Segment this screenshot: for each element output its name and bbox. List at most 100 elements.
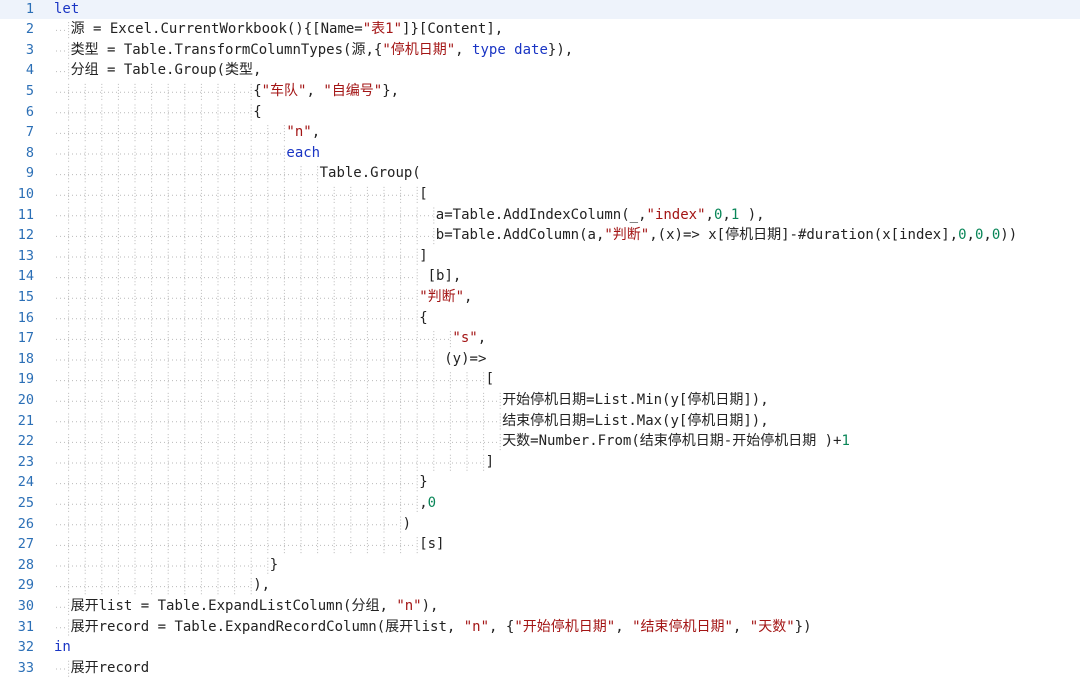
- code-text: Table.Group(: [320, 163, 421, 184]
- line-number: 22: [17, 433, 34, 450]
- code-token: }): [794, 618, 812, 635]
- line-number: 19: [17, 371, 34, 388]
- code-text: ]: [486, 452, 494, 473]
- code-text: [s]: [419, 534, 444, 555]
- string-token: "结束停机日期": [632, 618, 733, 635]
- code-line[interactable]: 10[: [0, 184, 1080, 205]
- keyword-token: in: [54, 639, 71, 656]
- code-line[interactable]: 16{: [0, 308, 1080, 329]
- code-line[interactable]: 19 [: [0, 369, 1080, 390]
- line-number: 28: [17, 556, 34, 573]
- line-number: 31: [17, 618, 34, 635]
- number-token: 0: [974, 227, 984, 244]
- code-token: ,: [732, 618, 750, 635]
- code-text: "判断",: [419, 287, 472, 308]
- code-line[interactable]: 17"s",: [0, 328, 1080, 349]
- string-token: "判断": [419, 288, 465, 305]
- code-token: ,: [419, 494, 428, 511]
- line-number: 1: [25, 0, 34, 17]
- code-line[interactable]: 25,0: [0, 493, 1080, 514]
- code-line[interactable]: 14 [b],: [0, 266, 1080, 287]
- code-token: ]}[Content],: [402, 21, 504, 38]
- line-number: 9: [25, 165, 34, 182]
- code-line[interactable]: 31 展开record = Table.ExpandRecordColumn(展开…: [0, 617, 1080, 638]
- code-token: 展开list = Table.ExpandListColumn(分组,: [70, 597, 397, 614]
- code-token: ,: [311, 124, 321, 141]
- code-token: ): [402, 515, 412, 532]
- code-text: 源 = Excel.CurrentWorkbook(){[Name="表1"]}…: [71, 19, 504, 40]
- code-text: in: [54, 637, 71, 658]
- code-text: [: [419, 184, 427, 205]
- code-line[interactable]: 9 Table.Group(: [0, 163, 1080, 184]
- code-line[interactable]: 24}: [0, 472, 1080, 493]
- number-token: 0: [427, 494, 437, 511]
- code-text: "s",: [452, 328, 486, 349]
- code-token: ]: [485, 453, 495, 470]
- code-text: 展开record: [71, 658, 150, 679]
- code-token: ,: [722, 206, 731, 223]
- string-token: "开始停机日期": [514, 618, 616, 635]
- code-line[interactable]: 7 "n",: [0, 122, 1080, 143]
- line-number: 6: [25, 103, 34, 120]
- code-token: ,: [455, 41, 473, 58]
- keyword-token: let: [54, 0, 80, 17]
- code-line[interactable]: 6{: [0, 102, 1080, 123]
- line-number: 5: [25, 82, 34, 99]
- code-token: ]: [419, 247, 428, 264]
- code-line[interactable]: 15"判断",: [0, 287, 1080, 308]
- code-line[interactable]: 1 let: [0, 0, 1080, 20]
- code-text: "n",: [286, 122, 320, 143]
- line-number: 21: [17, 412, 34, 429]
- line-number: 25: [17, 494, 34, 511]
- code-text: 展开record = Table.ExpandRecordColumn(展开li…: [71, 617, 812, 638]
- code-line[interactable]: 21 结束停机日期=List.Max(y[停机日期]),: [0, 411, 1080, 432]
- code-line[interactable]: 28}: [0, 555, 1080, 576]
- number-token: 1: [730, 206, 740, 223]
- code-line[interactable]: 5{"车队", "自编号"},: [0, 81, 1080, 102]
- code-line[interactable]: 29),: [0, 575, 1080, 596]
- string-token: "天数": [749, 618, 795, 635]
- code-token: [b],: [419, 268, 462, 285]
- code-token: 结束停机日期=List.Max(y[停机日期]),: [502, 412, 769, 429]
- keyword-token: each: [286, 144, 321, 161]
- line-number: 29: [17, 577, 34, 594]
- code-line[interactable]: 18 (y)=>: [0, 349, 1080, 370]
- line-number: 14: [17, 268, 34, 285]
- code-token: )): [1000, 227, 1018, 244]
- code-token: 展开record = Table.ExpandRecordColumn(展开li…: [70, 618, 464, 635]
- code-line[interactable]: 23]: [0, 452, 1080, 473]
- code-text: ): [403, 514, 411, 535]
- code-token: ,: [705, 206, 714, 223]
- line-number: 33: [17, 659, 34, 676]
- code-text: [: [486, 369, 494, 390]
- string-token: "n": [286, 124, 312, 141]
- code-text: (y)=>: [436, 349, 486, 370]
- line-number: 27: [17, 536, 34, 553]
- string-token: "停机日期": [382, 41, 456, 58]
- code-line[interactable]: 13]: [0, 246, 1080, 267]
- code-token: ),: [739, 206, 765, 223]
- code-line[interactable]: 33 展开record: [0, 658, 1080, 679]
- code-token: ),: [421, 597, 439, 614]
- code-line[interactable]: 27 [s]: [0, 534, 1080, 555]
- code-text: ),: [253, 575, 270, 596]
- code-token: }: [419, 474, 428, 491]
- code-text: {: [419, 308, 427, 329]
- line-number-gutter: [0, 0, 44, 687]
- code-token: b=Table.AddColumn(a,: [435, 227, 605, 244]
- code-token: {: [253, 82, 262, 99]
- line-number: 7: [25, 124, 34, 141]
- code-line[interactable]: 26): [0, 514, 1080, 535]
- string-token: "判断": [604, 227, 650, 244]
